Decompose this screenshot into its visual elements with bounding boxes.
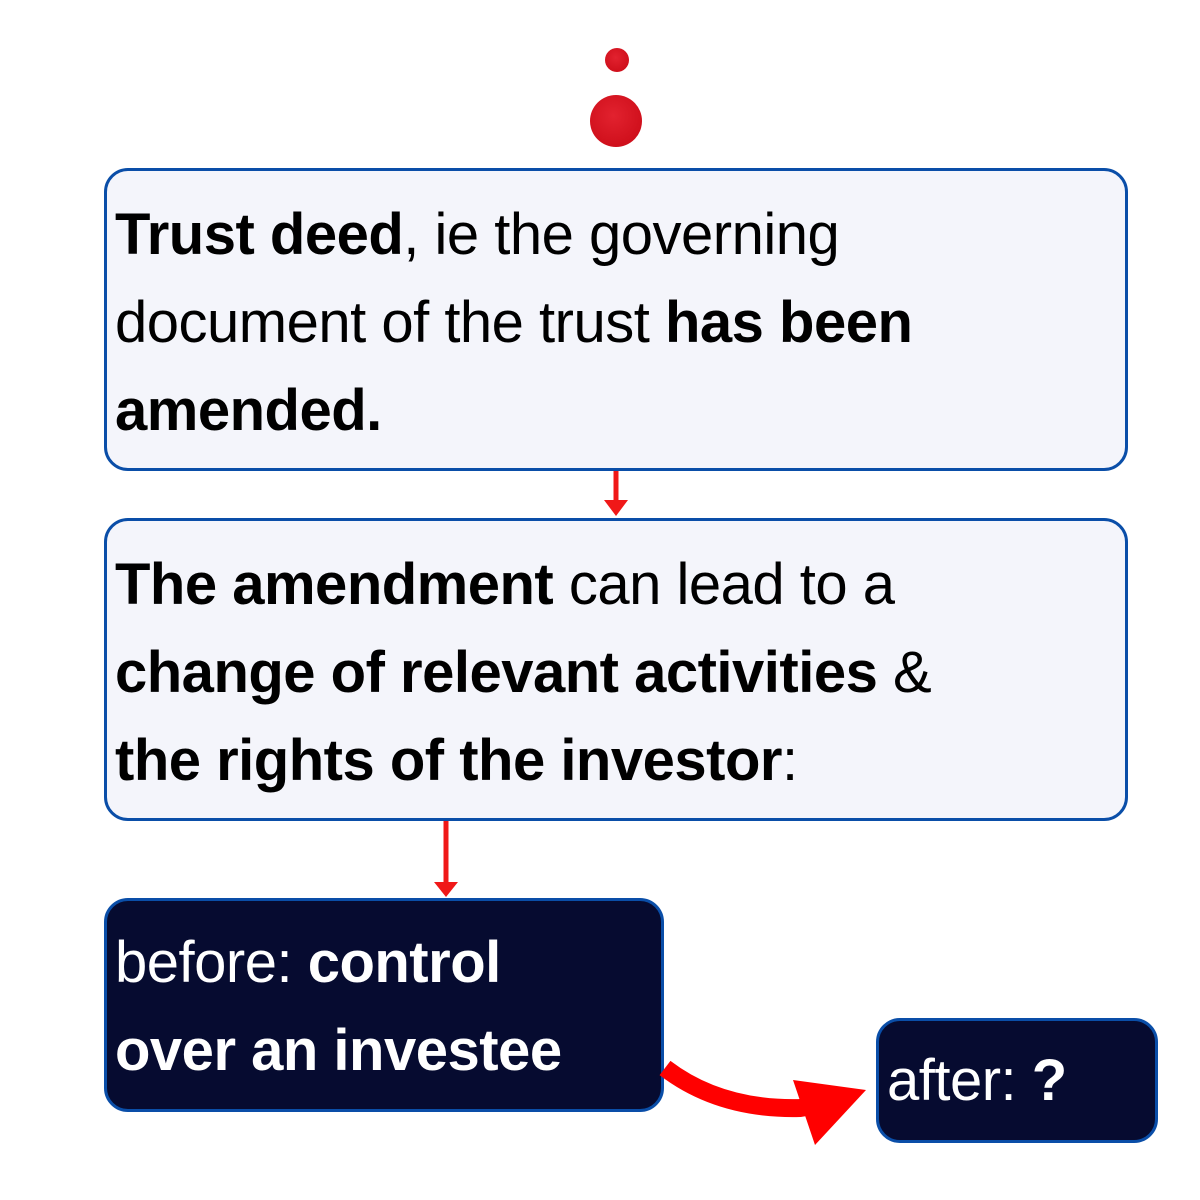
large-red-dot-icon [590, 95, 642, 147]
after-value: ? [1031, 1048, 1067, 1113]
trust-deed-box: Trust deed, ie the governing document of… [104, 168, 1128, 471]
curved-arrow-icon [659, 1060, 866, 1145]
small-red-dot-icon [605, 48, 629, 72]
arrow-down-icon [434, 821, 458, 897]
after-box: after: ? [876, 1018, 1158, 1143]
arrow-down-icon [604, 471, 628, 516]
after-label: after: [887, 1048, 1032, 1113]
before-box: before: control over an investee [104, 898, 664, 1112]
before-label: before: [115, 930, 308, 995]
trust-deed-term: Trust deed [115, 202, 404, 267]
amendment-box: The amendment can lead to a change of re… [104, 518, 1128, 821]
